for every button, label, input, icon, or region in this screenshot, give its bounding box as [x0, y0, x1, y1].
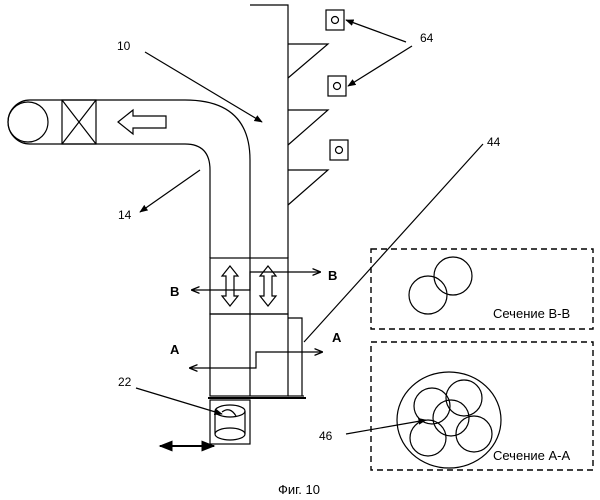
ref-22: 22 — [118, 375, 132, 389]
ref-46: 46 — [319, 429, 333, 443]
section-b-line: B B — [170, 268, 337, 299]
ref-44: 44 — [487, 135, 501, 149]
leader-lines — [136, 20, 483, 434]
section-bb-box: Сечение В-В — [371, 249, 593, 329]
label-b-left: B — [170, 284, 179, 299]
ref-14: 14 — [118, 208, 132, 222]
ref-64: 64 — [420, 31, 434, 45]
flow-arrow — [118, 110, 166, 134]
label-a-right: A — [332, 330, 342, 345]
ref-10: 10 — [117, 39, 131, 53]
double-arrow-left — [222, 266, 238, 306]
duct-14 — [8, 100, 250, 258]
sensors-64 — [326, 10, 348, 160]
column-10 — [250, 5, 328, 258]
section-bb-title: Сечение В-В — [493, 306, 570, 321]
lower-chambers — [208, 258, 306, 398]
section-aa-title: Сечение А-А — [493, 448, 570, 463]
label-b-right: B — [328, 268, 337, 283]
label-a-left: A — [170, 342, 180, 357]
figure-caption: Фиг. 10 — [278, 482, 320, 497]
section-a-line: A A — [170, 330, 342, 368]
section-aa-box: Сечение А-А — [371, 342, 593, 470]
element-22 — [160, 400, 250, 446]
